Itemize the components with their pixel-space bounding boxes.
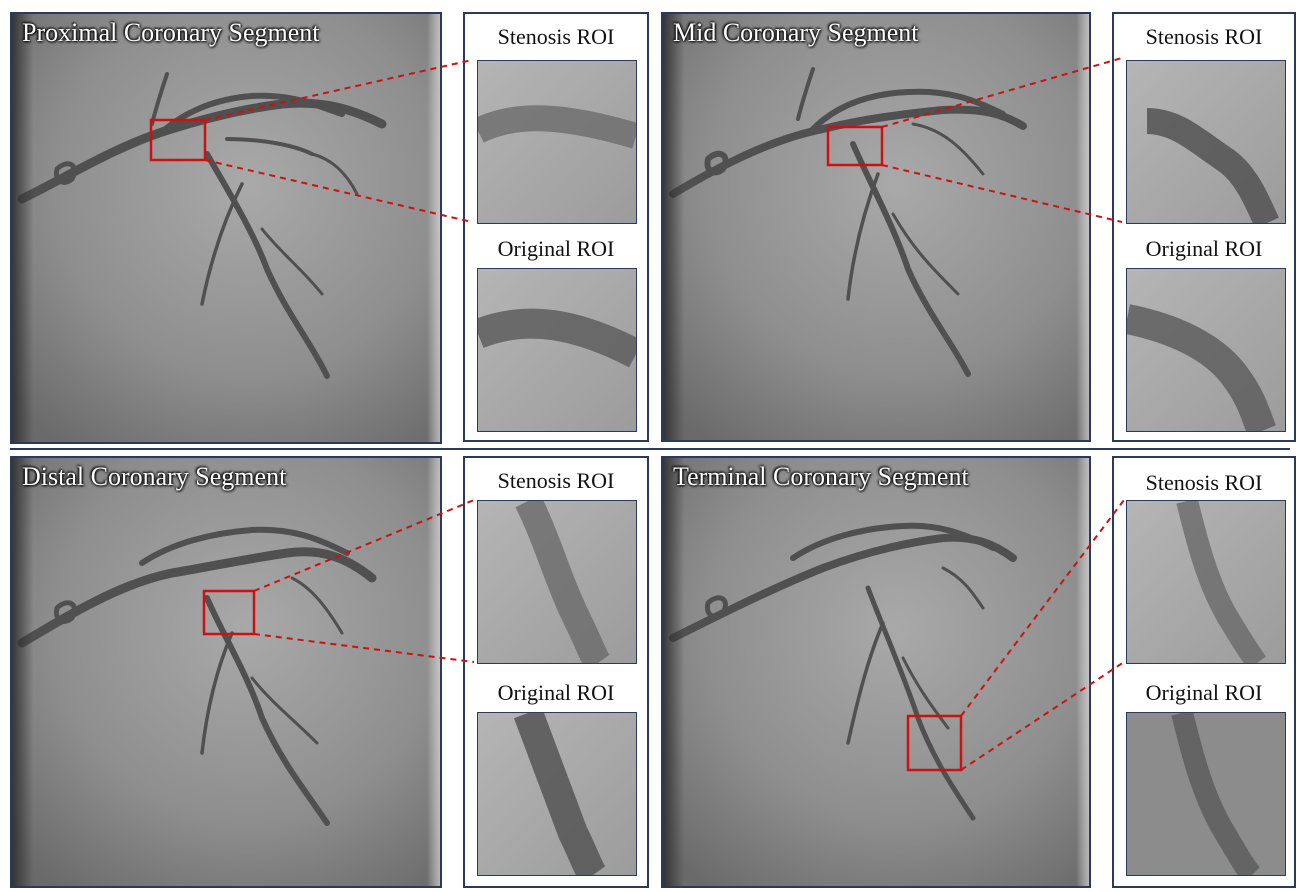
- stenosis-roi-image: [1126, 60, 1286, 224]
- panel-title-terminal: Terminal Coronary Segment: [673, 462, 969, 491]
- row-divider: [10, 448, 1290, 450]
- original-roi-image: [1126, 268, 1286, 432]
- original-roi-label: Original ROI: [1145, 236, 1263, 261]
- angiogram-image-proximal: Proximal Coronary Segment: [10, 12, 442, 444]
- original-roi-image: [1126, 712, 1286, 876]
- angiogram-image-distal: Distal Coronary Segment: [10, 456, 442, 888]
- roi-column-distal: Stenosis ROI Original ROI: [463, 456, 649, 888]
- original-roi-image: [477, 268, 637, 432]
- panel-title-distal: Distal Coronary Segment: [22, 462, 287, 491]
- stenosis-roi-label: Stenosis ROI: [1145, 470, 1263, 495]
- angiogram-image-mid: Mid Coronary Segment: [661, 12, 1091, 442]
- original-roi-label: Original ROI: [497, 236, 615, 261]
- stenosis-roi-label: Stenosis ROI: [1145, 24, 1263, 49]
- roi-column-proximal: Stenosis ROI Original ROI: [463, 12, 649, 442]
- original-roi-label: Original ROI: [1145, 680, 1263, 705]
- panel-title-mid: Mid Coronary Segment: [673, 18, 919, 47]
- original-roi-label: Original ROI: [497, 680, 615, 705]
- roi-column-mid: Stenosis ROI Original ROI: [1112, 12, 1296, 442]
- stenosis-roi-label: Stenosis ROI: [497, 24, 615, 49]
- roi-column-terminal: Stenosis ROI Original ROI: [1112, 456, 1296, 888]
- stenosis-roi-label: Stenosis ROI: [497, 468, 615, 493]
- stenosis-roi-image: [477, 500, 637, 664]
- panel-title-proximal: Proximal Coronary Segment: [22, 18, 320, 47]
- stenosis-roi-image: [477, 60, 637, 224]
- stenosis-roi-image: [1126, 500, 1286, 664]
- original-roi-image: [477, 712, 637, 876]
- angiogram-image-terminal: Terminal Coronary Segment: [661, 456, 1091, 888]
